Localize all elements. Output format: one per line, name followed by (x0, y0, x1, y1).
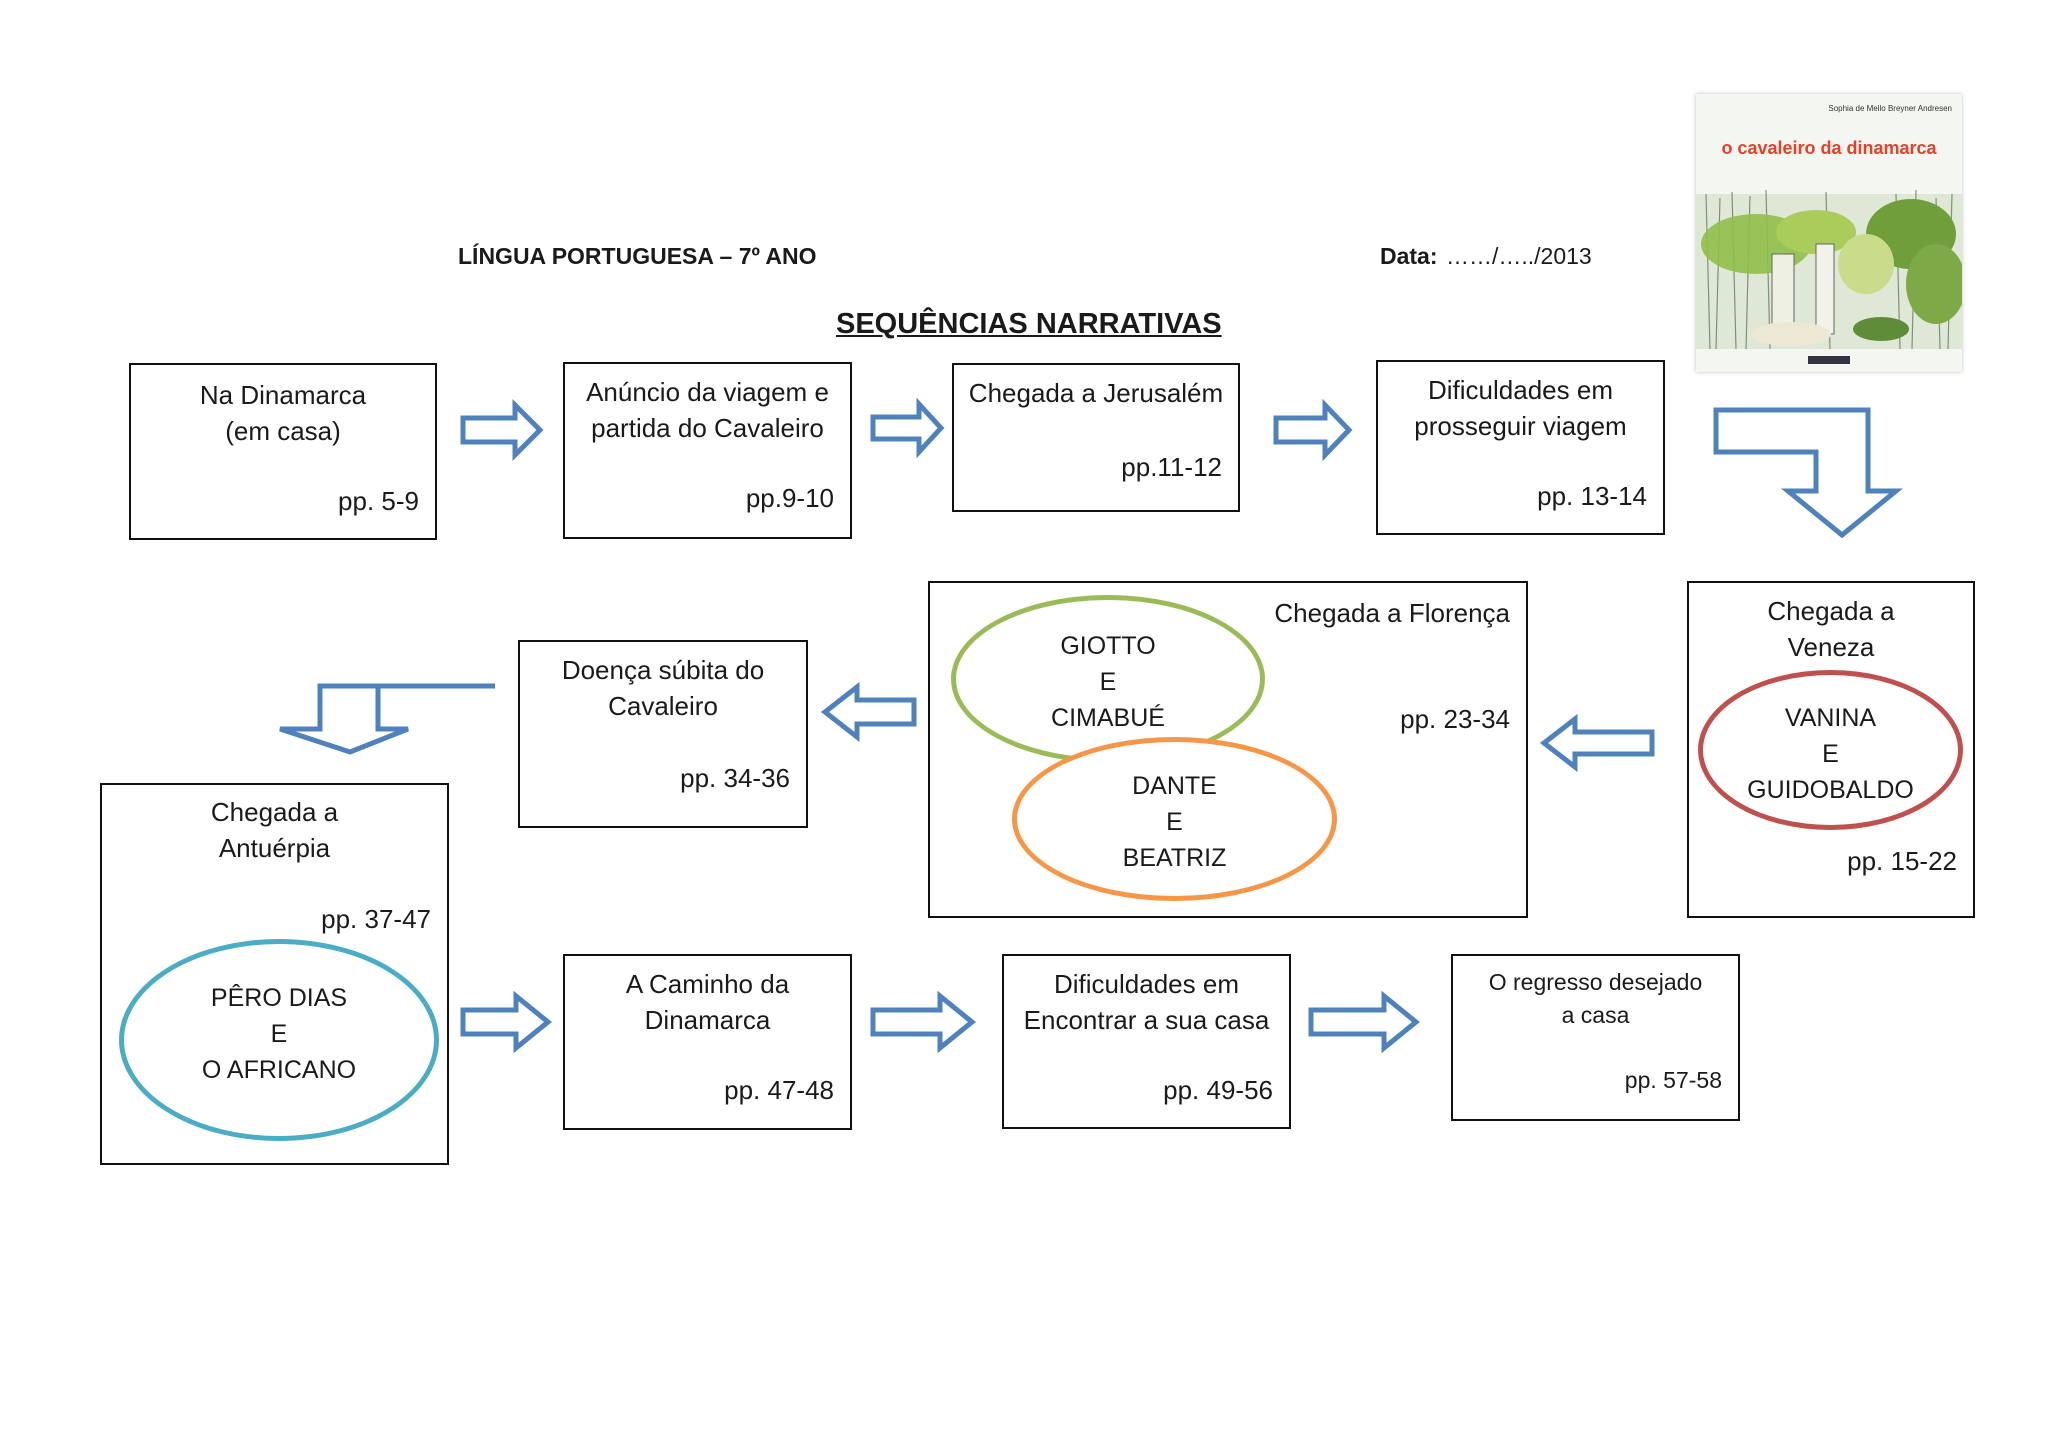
character-names-veneza: VANINA E GUIDOBALDO (1747, 704, 1914, 804)
character-ellipse-veneza (1698, 670, 1963, 830)
character-ellipse-dante (1012, 737, 1337, 901)
step-pages: pp. 5-9 (338, 486, 419, 516)
step-pages: pp. 34-36 (680, 763, 790, 793)
step-pages: pp.11-12 (1121, 452, 1222, 482)
step-pages: pp. 13-14 (1537, 481, 1647, 511)
step-pages: pp. 47-48 (724, 1075, 834, 1105)
cover-title: o cavaleiro da dinamarca (1721, 138, 1937, 158)
arrow-bent-down-1 (1713, 407, 1904, 539)
arrow-right-1 (460, 398, 544, 462)
arrow-right-4 (460, 990, 552, 1054)
date-value: ……/…../2013 (1446, 243, 1592, 269)
page-title: SEQUÊNCIAS NARRATIVAS (836, 308, 1222, 340)
arrow-right-6 (1308, 990, 1420, 1054)
step-label: Doença súbita do Cavaleiro (561, 655, 765, 721)
date-label: Data: (1380, 243, 1438, 269)
step-label: O regresso desejado a casa (1488, 969, 1703, 1028)
step-dificuldades-encontrar: Dificuldades em Encontrar a sua casa pp.… (1002, 954, 1291, 1129)
step-label: A Caminho da Dinamarca (625, 969, 790, 1035)
cover-illustration (1696, 189, 1962, 372)
step-label: Dificuldades em Encontrar a sua casa (1023, 969, 1270, 1035)
character-names-dante: DANTE E BEATRIZ (1122, 772, 1227, 872)
step-pages: pp. 57-58 (1624, 1067, 1722, 1093)
arrow-bent-down-2 (279, 683, 495, 755)
step-label: Na Dinamarca (em casa) (199, 380, 367, 446)
arrow-left-2 (820, 681, 917, 743)
step-doenca-subita: Doença súbita do Cavaleiro pp. 34-36 (518, 640, 808, 828)
character-names-giotto: GIOTTO E CIMABUÉ (1051, 632, 1165, 732)
step-label: Chegada a Veneza (1767, 596, 1895, 662)
step-pages: pp.9-10 (745, 483, 834, 513)
step-label: Chegada a Florença (1274, 598, 1510, 628)
step-chegada-jerusalem: Chegada a Jerusalém pp.11-12 (952, 363, 1240, 512)
step-anuncio-viagem: Anúncio da viagem e partida do Cavaleiro… (563, 362, 852, 539)
arrow-left-1 (1539, 713, 1655, 773)
book-cover-image: Sophia de Mello Breyner Andresen o caval… (1696, 94, 1962, 372)
arrow-right-2 (870, 397, 945, 459)
step-label: Dificuldades em prosseguir viagem (1414, 375, 1627, 441)
step-label: Chegada a Jerusalém (968, 378, 1224, 408)
step-pages: pp. 23-34 (1400, 704, 1510, 734)
step-pages: pp. 49-56 (1163, 1075, 1273, 1105)
step-label: Chegada a Antuérpia (210, 797, 339, 863)
step-dificuldades-prosseguir: Dificuldades em prosseguir viagem pp. 13… (1376, 360, 1665, 535)
step-caminho-dinamarca: A Caminho da Dinamarca pp. 47-48 (563, 954, 852, 1130)
character-names-antuerpia: PÊRO DIAS E O AFRICANO (201, 984, 357, 1084)
cover-author: Sophia de Mello Breyner Andresen (1828, 104, 1952, 113)
step-regresso-desejado: O regresso desejado a casa pp. 57-58 (1451, 954, 1740, 1121)
character-ellipse-antuerpia (119, 939, 439, 1141)
subject-heading: LÍNGUA PORTUGUESA – 7º ANO (458, 243, 817, 269)
step-pages: pp. 15-22 (1847, 846, 1957, 876)
step-pages: pp. 37-47 (321, 904, 431, 934)
step-na-dinamarca: Na Dinamarca (em casa) pp. 5-9 (129, 363, 437, 540)
step-label: Anúncio da viagem e partida do Cavaleiro (586, 377, 829, 443)
arrow-right-3 (1273, 398, 1353, 462)
arrow-right-5 (870, 990, 976, 1054)
